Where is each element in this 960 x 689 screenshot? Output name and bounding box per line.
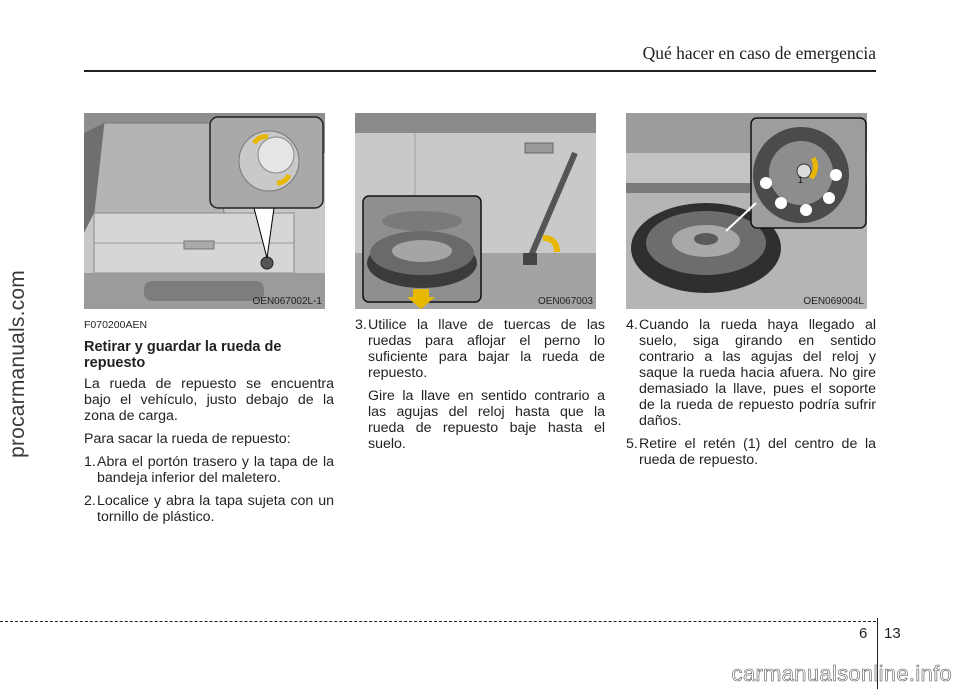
list-item: 5. Retire el retén (1) del centro de la … <box>626 436 876 468</box>
list-item: 2. Localice y abra la tapa sujeta con un… <box>84 493 334 525</box>
figure-spare-wheel: 1 OEN069004L <box>626 113 867 309</box>
item-number: 3. <box>355 317 367 333</box>
chapter-number: 6 <box>859 625 868 642</box>
page-header-title: Qué hacer en caso de emergencia <box>642 43 876 63</box>
figure-cargo-cover: OEN067002L-1 <box>84 113 325 309</box>
lead-paragraph: Para sacar la rueda de repuesto: <box>84 431 291 447</box>
column-2: 3. Utilice la llave de tuercas de las ru… <box>355 317 605 459</box>
figure-wrench: OEN067003 <box>355 113 596 309</box>
item-text: Retire el retén (1) del centro de la rue… <box>639 436 876 468</box>
intro-paragraph: La rueda de repuesto se encuentra bajo e… <box>84 376 334 424</box>
page-number: 13 <box>884 625 901 642</box>
item-text: Localice y abra la tapa sujeta con un to… <box>97 493 334 525</box>
item-text: Cuando la rueda haya llegado al suelo, s… <box>639 317 876 429</box>
figure-code: OEN067003 <box>537 296 593 307</box>
note-paragraph: Gire la llave en sentido contrario a las… <box>368 388 605 452</box>
column-1: F070200AEN Retirar y guardar la rueda de… <box>84 315 334 532</box>
item-text: Utilice la llave de tuercas de las rueda… <box>368 317 605 381</box>
list-item: 3. Utilice la llave de tuercas de las ru… <box>355 317 605 381</box>
section-code: F070200AEN <box>84 319 148 331</box>
item-number: 5. <box>626 436 638 452</box>
side-watermark: procarmanuals.com <box>6 270 29 458</box>
callout-number: 1 <box>798 175 803 185</box>
list-item: 1. Abra el portón trasero y la tapa de l… <box>84 454 334 486</box>
list-item: 4. Cuando la rueda haya llegado al suelo… <box>626 317 876 429</box>
item-number: 4. <box>626 317 638 333</box>
wrench-illustration <box>355 113 596 309</box>
header-rule <box>84 70 876 72</box>
figure-code: OEN069004L <box>803 296 864 307</box>
column-3: 4. Cuando la rueda haya llegado al suelo… <box>626 317 876 475</box>
bottom-watermark: carmanualsonline.info <box>731 661 952 687</box>
figure-code: OEN067002L-1 <box>252 296 323 307</box>
item-text: Abra el portón trasero y la tapa de la b… <box>97 454 334 486</box>
item-number: 1. <box>84 454 96 470</box>
page-divider <box>877 618 878 689</box>
cargo-area-illustration <box>84 113 325 309</box>
spare-wheel-illustration: 1 <box>626 113 867 309</box>
section-title: Retirar y guardar la rueda de repuesto <box>84 339 282 371</box>
footer-rule <box>0 621 876 622</box>
item-number: 2. <box>84 493 96 509</box>
